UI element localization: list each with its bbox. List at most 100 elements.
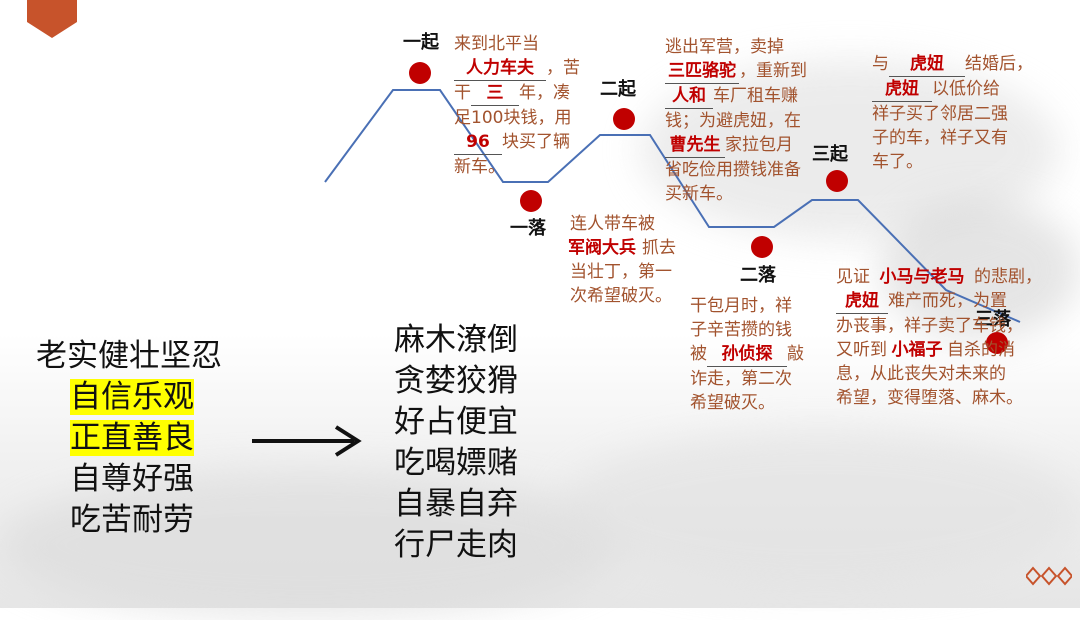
blank-answer: 曹先生 — [665, 133, 725, 158]
note-luo1: 连人带车被 军阀大兵抓去 当壮丁，第一 次希望破灭。 — [562, 212, 676, 308]
label-luo3: 三落 — [975, 309, 1011, 330]
trait-item: 老实健壮坚忍 — [36, 338, 222, 374]
note-text: 被 — [690, 344, 707, 364]
note-line: 虎妞难产而死，为置 — [836, 289, 1042, 314]
trait-item: 正直善良 — [36, 418, 222, 459]
blank-answer: 虎妞 — [872, 77, 932, 102]
note-text: 以低价给 — [932, 79, 1000, 99]
mist-cloud — [0, 470, 620, 620]
note-text: 结婚后， — [965, 54, 1033, 74]
note-line: 来到北平当 — [454, 34, 539, 54]
note-line: 人和车厂租车赚 — [665, 84, 807, 109]
trait-item: 好占便宜 — [394, 404, 518, 440]
note-line: 希望破灭。 — [690, 393, 775, 413]
note-line: 曹先生家拉包月 — [665, 133, 807, 158]
note-line: 息，从此丧失对未来的 — [836, 364, 1006, 384]
blank-answer: 人力车夫 — [454, 56, 546, 81]
mist-cloud — [560, 430, 1080, 590]
note-line: 军阀大兵抓去 — [562, 236, 676, 260]
note-line: 子的车，祥子又有 — [872, 128, 1008, 148]
arrow-right-icon — [252, 425, 362, 457]
note-line: 逃出军营，卖掉 — [665, 37, 784, 57]
note-line: 买新车。 — [665, 184, 733, 204]
wave-dot — [986, 332, 1008, 354]
wave-dot — [613, 108, 635, 130]
trait-item: 自暴自弃 — [394, 486, 518, 522]
trait-item: 行尸走肉 — [394, 527, 518, 563]
blank-answer: 人和 — [665, 84, 713, 109]
note-line: 三匹骆驼，重新到 — [665, 59, 807, 84]
note-line: 次希望破灭。 — [570, 286, 672, 306]
note-line: 干包月时，祥 — [690, 296, 792, 316]
note-text: 自杀的消 — [947, 340, 1015, 360]
note-text: 又听到 — [836, 340, 887, 360]
trait-highlight: 自信乐观 — [70, 379, 194, 415]
note-text: 敲 — [787, 344, 804, 364]
corner-badge-icon — [27, 0, 77, 38]
note-text: ，重新到 — [739, 61, 807, 81]
note-text: 抓去 — [642, 238, 676, 258]
note-line: 办丧事，祥子卖了车钱， — [836, 316, 1023, 336]
trait-highlight: 正直善良 — [70, 420, 194, 456]
note-line: 诈走，第二次 — [690, 369, 792, 389]
note-line: 又听到小福子自杀的消 — [836, 338, 1042, 362]
note-text: 干 — [454, 83, 471, 103]
note-text: 见证 — [836, 267, 870, 287]
label-qi3: 三起 — [812, 144, 848, 165]
diamond-ornament-icon — [1026, 566, 1072, 586]
note-text: 家拉包月 — [725, 135, 793, 155]
blank-answer: 孙侦探 — [707, 342, 787, 367]
note-text: 块买了辆 — [502, 132, 570, 152]
label-luo2: 二落 — [740, 265, 776, 286]
wave-dot — [409, 62, 431, 84]
note-luo3: 见证小马与老马的悲剧， 虎妞难产而死，为置 办丧事，祥子卖了车钱， 又听到小福子… — [836, 265, 1042, 410]
blank-answer: 虎妞 — [836, 289, 888, 314]
note-line: 新车。 — [454, 157, 505, 177]
note-text: 车厂租车赚 — [713, 86, 798, 106]
note-line: 虎妞以低价给 — [872, 77, 1033, 102]
note-text: 年，凑 — [519, 83, 570, 103]
blank-answer: 96 — [454, 130, 502, 155]
blank-answer: 三 — [471, 81, 519, 106]
note-line: 干三年，凑 — [454, 81, 580, 106]
mist-cloud — [880, 200, 1080, 340]
note-line: 连人带车被 — [570, 214, 655, 234]
note-line: 希望，变得堕落、麻木。 — [836, 388, 1023, 408]
note-text: 与 — [872, 54, 889, 74]
note-line: 人力车夫，苦 — [454, 56, 580, 81]
traits-before: 老实健壮坚忍 自信乐观 正直善良 自尊好强 吃苦耐劳 — [36, 336, 222, 541]
trait-item: 吃喝嫖赌 — [394, 445, 518, 481]
label-luo1: 一落 — [510, 218, 546, 239]
note-line: 被孙侦探敲 — [690, 342, 804, 367]
traits-after: 麻木潦倒 贪婪狡猾 好占便宜 吃喝嫖赌 自暴自弃 行尸走肉 — [394, 320, 518, 566]
blank-answer: 小福子 — [891, 340, 943, 360]
blank-answer: 虎妞 — [889, 52, 965, 77]
note-line: 钱；为避虎妞，在 — [665, 111, 801, 131]
trait-item: 自尊好强 — [70, 461, 194, 497]
note-line: 祥子买了邻居二强 — [872, 104, 1008, 124]
trait-item: 麻木潦倒 — [394, 322, 518, 358]
label-qi1: 一起 — [403, 32, 439, 53]
blank-answer: 军阀大兵 — [568, 238, 636, 258]
note-line: 与虎妞结婚后， — [872, 52, 1033, 77]
trait-item: 吃苦耐劳 — [70, 502, 194, 538]
trait-item: 贪婪狡猾 — [394, 363, 518, 399]
wave-dot — [826, 170, 848, 192]
wave-dot — [751, 236, 773, 258]
wave-dot — [520, 190, 542, 212]
note-line: 省吃俭用攒钱准备 — [665, 160, 801, 180]
blank-answer: 小马与老马 — [879, 267, 965, 287]
note-line: 当壮丁，第一 — [570, 262, 672, 282]
note-qi2: 逃出军营，卖掉 三匹骆驼，重新到 人和车厂租车赚 钱；为避虎妞，在 曹先生家拉包… — [665, 35, 807, 206]
label-qi2: 二起 — [600, 79, 636, 100]
note-luo2: 干包月时，祥 子辛苦攒的钱 被孙侦探敲 诈走，第二次 希望破灭。 — [690, 294, 804, 415]
note-qi3: 与虎妞结婚后， 虎妞以低价给 祥子买了邻居二强 子的车，祥子又有 车了。 — [872, 52, 1033, 174]
note-line: 车了。 — [872, 152, 923, 172]
note-line: 见证小马与老马的悲剧， — [836, 265, 1042, 289]
note-text: ，苦 — [546, 58, 580, 78]
note-line: 足100块钱，用 — [454, 108, 572, 128]
trait-item: 自信乐观 — [36, 377, 222, 418]
